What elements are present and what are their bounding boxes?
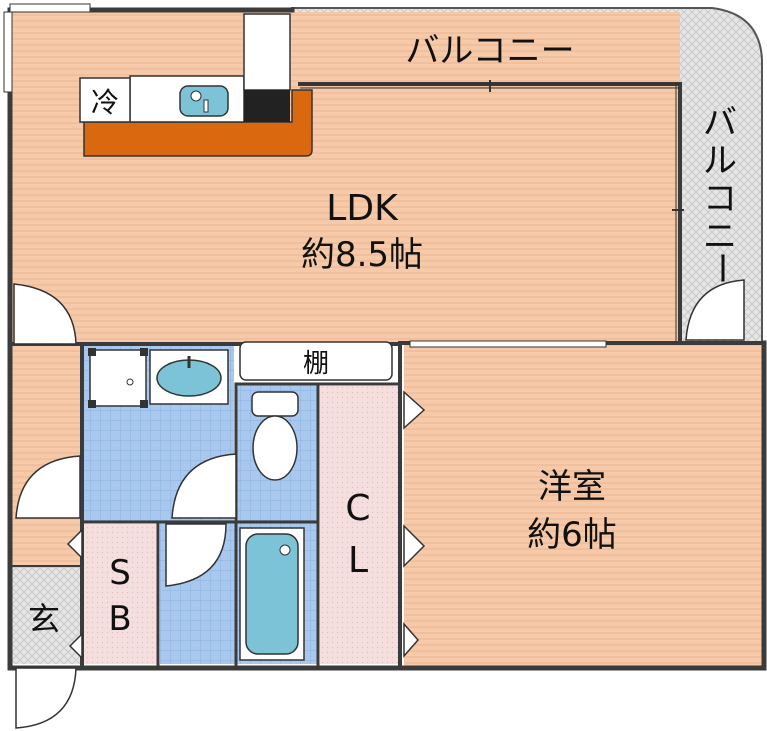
refrigerator bbox=[79, 77, 131, 123]
balcony-door[interactable] bbox=[685, 279, 745, 341]
washing-machine-icon bbox=[88, 348, 148, 408]
entrance-area bbox=[12, 568, 80, 664]
toilet-icon bbox=[251, 391, 299, 481]
closet-label-l: L bbox=[348, 540, 368, 581]
western-room-name: 洋室 bbox=[538, 467, 606, 507]
ldk-name: LDK bbox=[326, 188, 399, 229]
closet-floor bbox=[320, 386, 400, 664]
closet-label-c: C bbox=[345, 488, 370, 529]
toilet-door[interactable] bbox=[171, 453, 237, 519]
kitchen-counter bbox=[83, 89, 313, 157]
balcony-side-char: ル bbox=[703, 141, 737, 181]
balcony-side-char: ー bbox=[701, 251, 741, 285]
left-window bbox=[3, 3, 91, 93]
storage-label-s: S bbox=[109, 553, 131, 593]
fridge-label: 冷 bbox=[91, 86, 119, 119]
storage-floor bbox=[84, 524, 158, 664]
closet-doors bbox=[66, 390, 426, 660]
shelf bbox=[239, 341, 393, 381]
balcony-window bbox=[300, 80, 684, 343]
shelf-label: 棚 bbox=[303, 349, 329, 379]
doors[interactable] bbox=[13, 279, 745, 729]
hallway-floor bbox=[12, 344, 82, 568]
tall-cabinet bbox=[243, 13, 291, 91]
western-room-floor bbox=[404, 344, 762, 666]
balcony-side-char: コ bbox=[703, 179, 737, 219]
ldk-floor bbox=[12, 12, 680, 344]
sliding-door[interactable] bbox=[409, 340, 607, 348]
washbasin-icon bbox=[149, 349, 229, 405]
balcony-side-char: バ bbox=[703, 103, 737, 143]
bathtub-icon bbox=[239, 527, 305, 661]
balcony-side-label: バ ル コ ニ ー bbox=[701, 103, 741, 285]
balcony-side-char: ニ bbox=[703, 217, 737, 257]
bath-door[interactable] bbox=[165, 523, 227, 587]
western-room-size: 約6帖 bbox=[527, 515, 617, 555]
ldk-door[interactable] bbox=[13, 283, 77, 345]
stove bbox=[244, 90, 290, 122]
kitchen bbox=[79, 13, 313, 157]
entrance-door[interactable] bbox=[15, 667, 77, 729]
storage-label-b: B bbox=[108, 599, 131, 639]
balcony-top-label: バルコニー bbox=[405, 31, 574, 71]
entrance-label: 玄 bbox=[28, 600, 60, 638]
ldk-size: 約8.5帖 bbox=[301, 235, 423, 275]
hallway-door[interactable] bbox=[15, 455, 81, 519]
